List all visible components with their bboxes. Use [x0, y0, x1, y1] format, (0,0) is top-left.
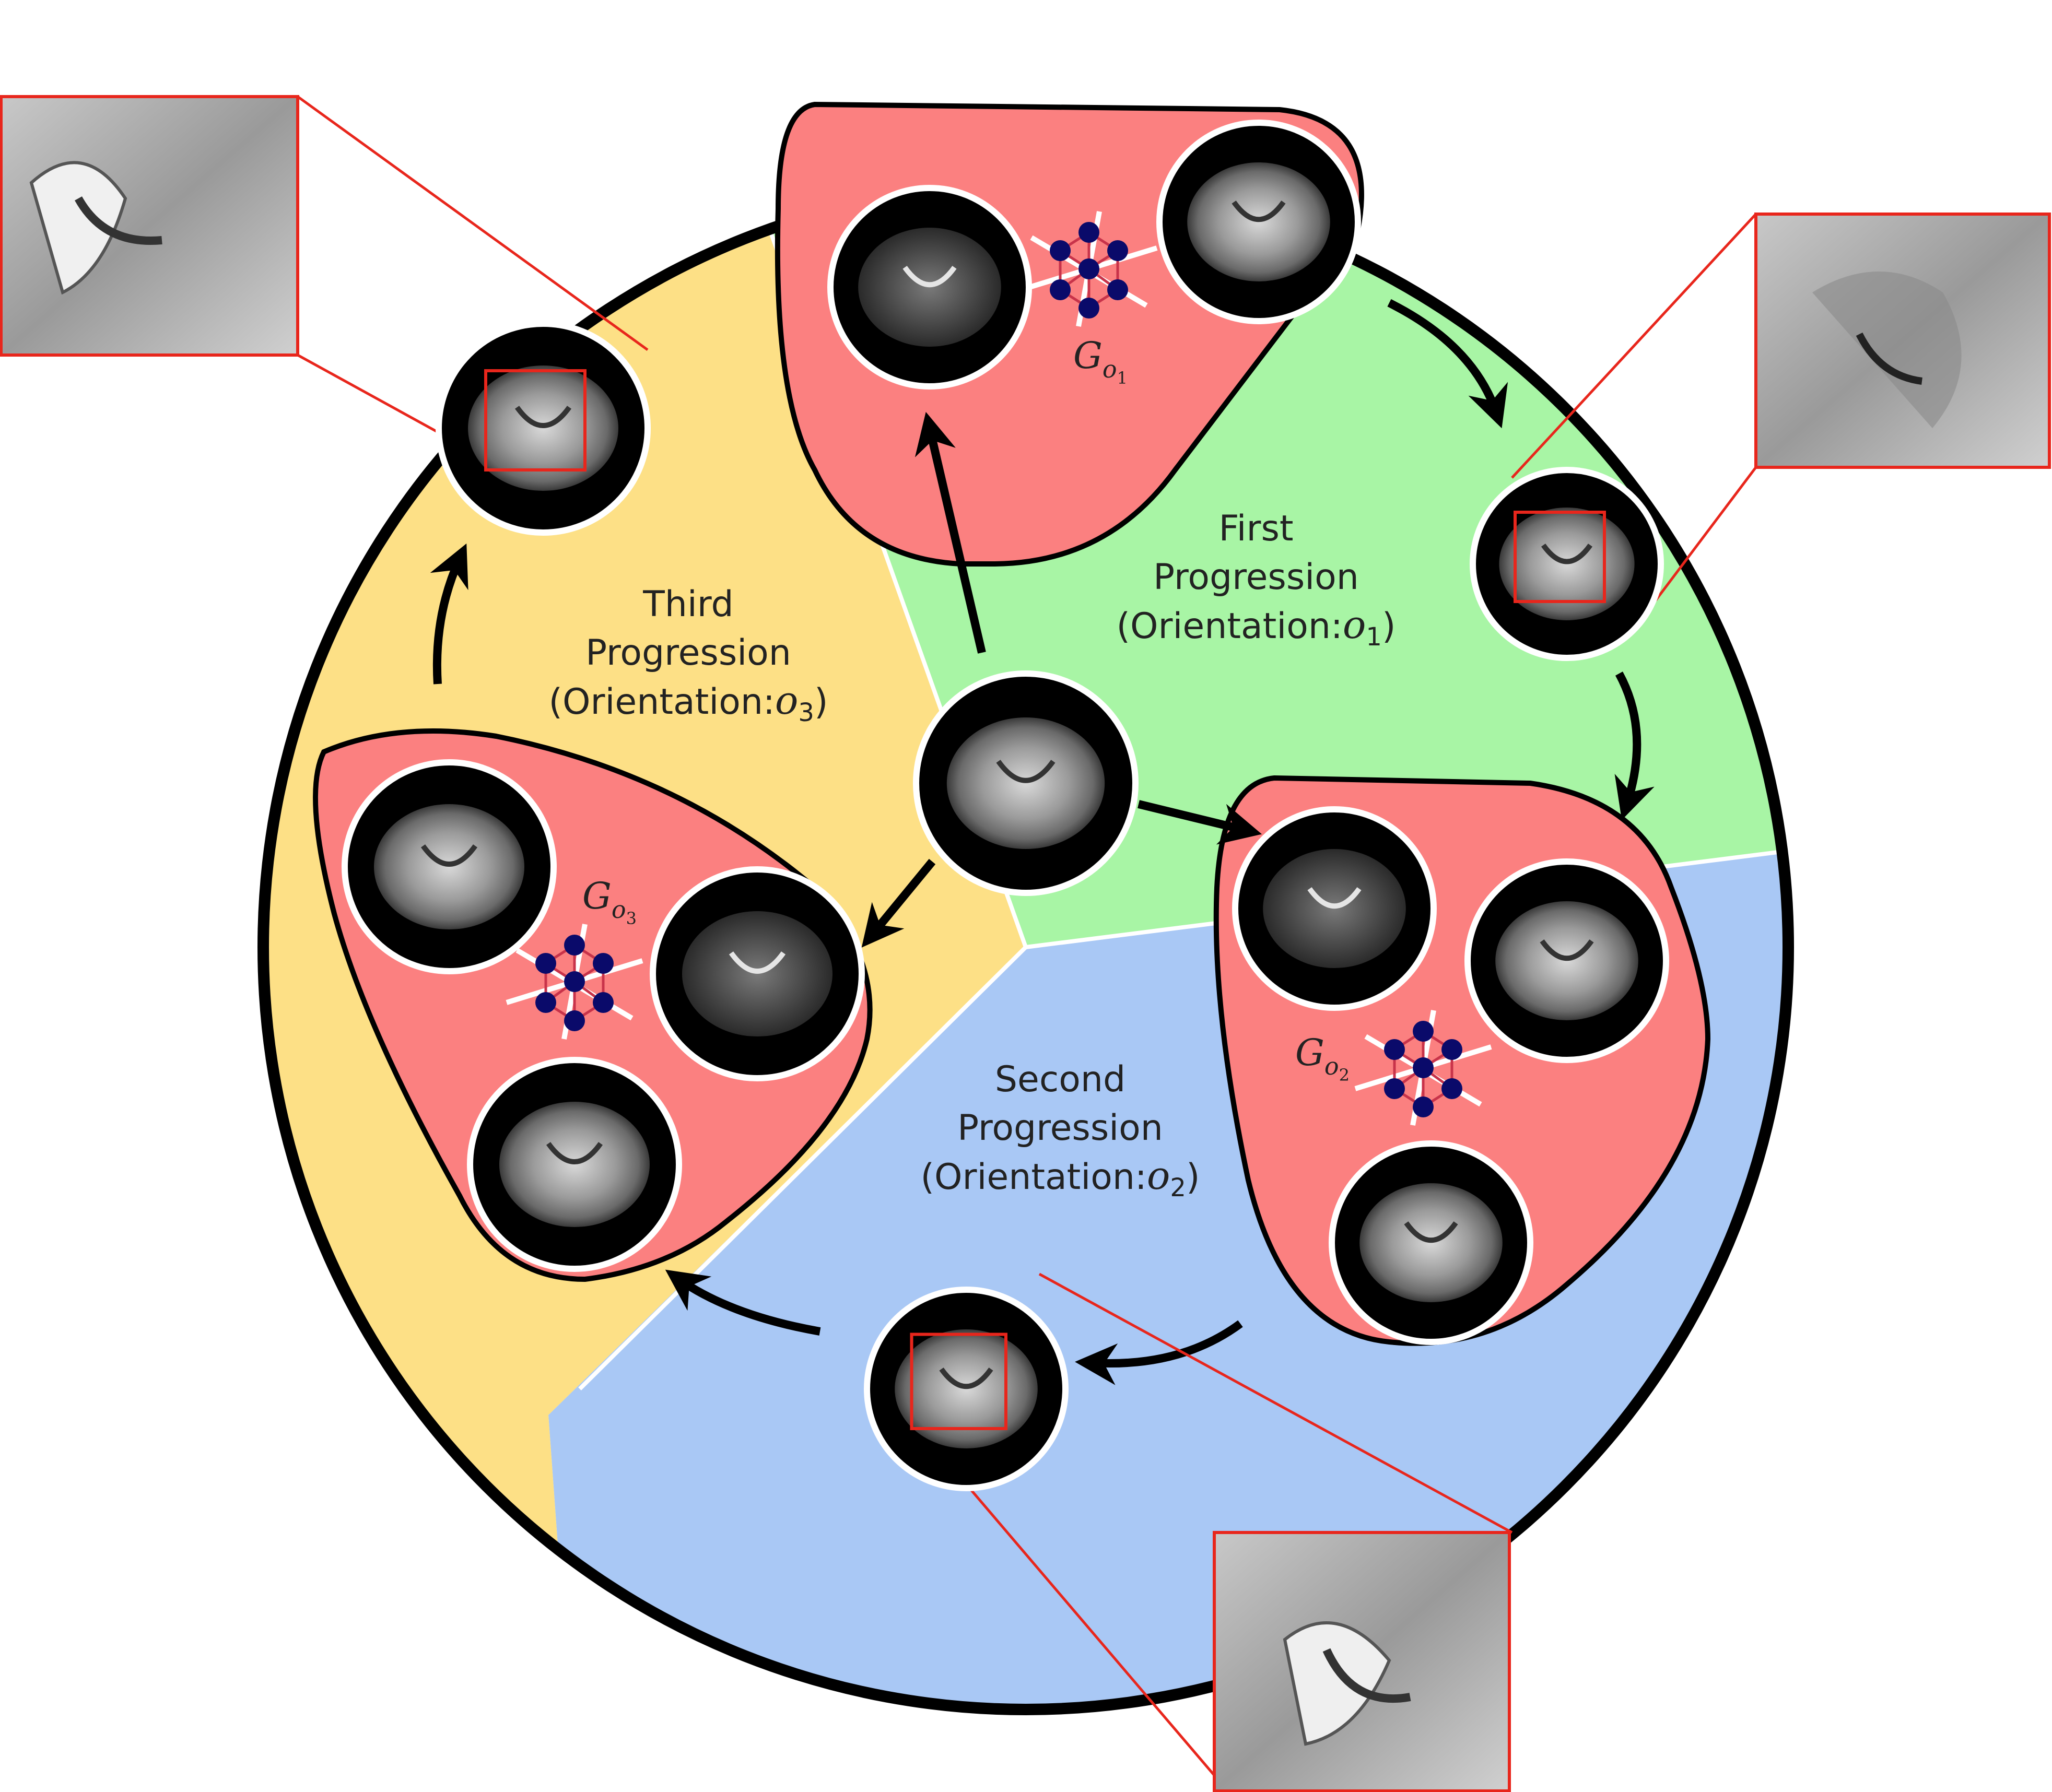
graph-network-icon — [506, 924, 643, 1040]
progression-orientation: (Orientation:o2) — [921, 1153, 1200, 1202]
progression-name: Second — [995, 1059, 1125, 1100]
progression-orientation: (Orientation:o3) — [549, 678, 828, 727]
flow-arrow-icon — [430, 543, 468, 685]
progression-orientation: (Orientation:o1) — [1117, 603, 1396, 652]
mri-slice-icon — [1464, 858, 1669, 1063]
graph-node — [1384, 1078, 1405, 1099]
image-circles — [342, 120, 1669, 1491]
graph-node — [535, 992, 556, 1013]
graph-node — [1413, 1057, 1434, 1078]
mri-slice-icon — [1156, 120, 1361, 324]
progression-label-first: First Progression (Orientation:o1) — [1117, 508, 1396, 652]
zoom-inset-first — [1754, 213, 2051, 469]
flow-arrow-icon — [1075, 1320, 1243, 1385]
graph-node — [1078, 258, 1099, 279]
progression-name: Third — [642, 584, 733, 625]
progression-title: Progression — [585, 632, 791, 674]
progression-title: Progression — [1153, 557, 1359, 598]
graph-node — [535, 953, 556, 974]
graph-node — [1050, 240, 1071, 261]
progression-title: Progression — [957, 1107, 1163, 1149]
flow-arrow-icon — [861, 858, 936, 948]
zoom-region-box — [484, 369, 587, 471]
brain-3d-render-icon — [864, 1287, 1069, 1491]
mri-slice-icon — [342, 759, 557, 974]
zoom-inset-second — [1213, 1531, 1511, 1792]
graph-label-second: Go2 — [1295, 1031, 1350, 1085]
graph-network-icon — [1020, 211, 1158, 327]
graph-node — [1078, 222, 1099, 243]
graph-node — [1078, 298, 1099, 319]
zoom-leaders — [297, 95, 1757, 1776]
mri-slice-icon — [1329, 1140, 1533, 1345]
graph-label-first: Go1 — [1073, 334, 1128, 388]
graph-node — [1441, 1039, 1462, 1060]
graph-network-icon — [1354, 1010, 1492, 1126]
graph-node — [1107, 240, 1128, 261]
flow-arrow-icon — [665, 1269, 821, 1336]
flow-arrow-icon — [1387, 299, 1508, 429]
flow-arrow-icon — [914, 411, 986, 654]
graph-node — [564, 1010, 585, 1031]
zoom-region-box — [1514, 511, 1606, 603]
zoom-inset-third — [0, 95, 299, 357]
mri-slice-icon — [1232, 806, 1437, 1011]
sector-divider — [578, 946, 1027, 1390]
brain-3d-render-icon — [436, 321, 651, 536]
graph-node — [564, 971, 585, 992]
zoom-region-box — [910, 1333, 1007, 1430]
graph-node — [1413, 1097, 1434, 1117]
graph-node — [1107, 279, 1128, 300]
graph-label-third: Go3 — [582, 875, 637, 928]
graph-node — [1413, 1021, 1434, 1042]
brain-3d-render-icon — [1470, 467, 1664, 661]
progression-label-second: Second Progression (Orientation:o2) — [921, 1059, 1200, 1202]
graph-node — [593, 953, 614, 974]
flow-arrows — [430, 299, 1655, 1385]
mri-slice-icon — [467, 1057, 682, 1272]
graph-node — [1050, 279, 1071, 300]
progression-name: First — [1218, 508, 1293, 549]
progression-label-third: Third Progression (Orientation:o3) — [549, 584, 828, 727]
brain-3d-render-icon — [913, 670, 1139, 896]
graph-node — [593, 992, 614, 1013]
graph-node — [1384, 1039, 1405, 1060]
graph-node — [1441, 1078, 1462, 1099]
graph-node — [564, 935, 585, 956]
mri-slice-icon — [827, 185, 1032, 390]
mri-slice-icon — [650, 866, 865, 1081]
flow-arrow-icon — [1138, 800, 1262, 845]
flow-arrow-icon — [1614, 671, 1655, 820]
